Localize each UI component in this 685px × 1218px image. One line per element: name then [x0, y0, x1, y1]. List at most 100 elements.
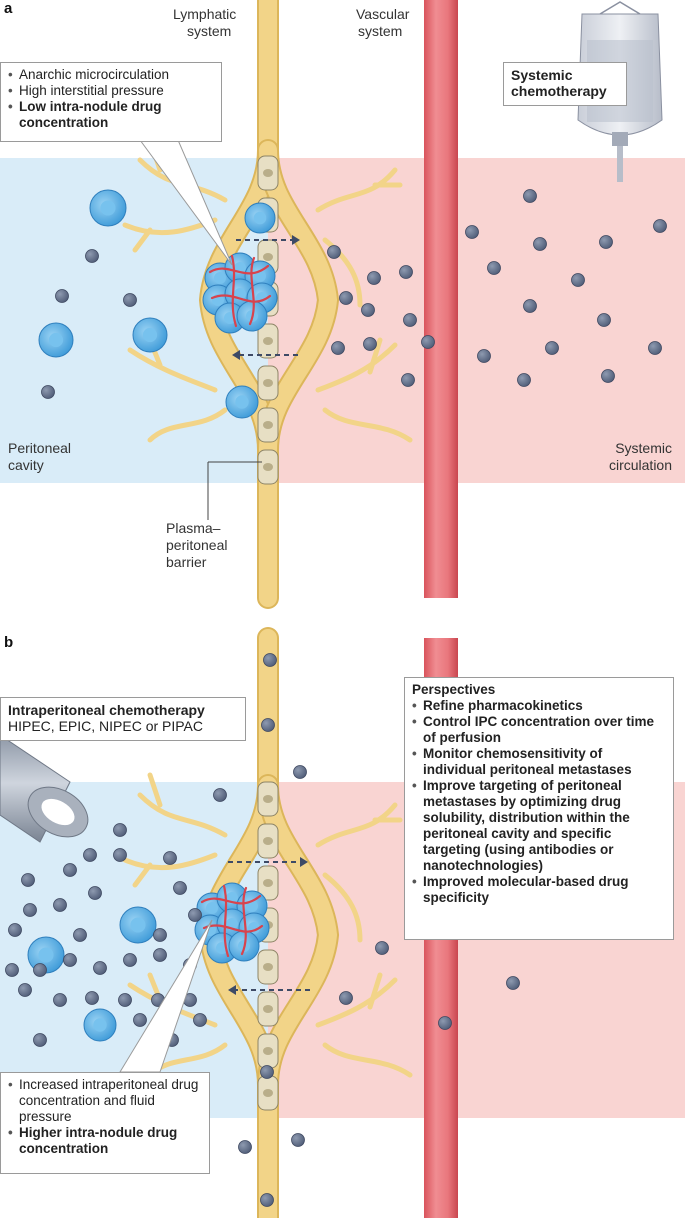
drug-molecule	[133, 1013, 147, 1027]
lymph-branch	[147, 772, 163, 808]
perspectives-item: Control IPC concentration over time of p…	[412, 714, 666, 746]
drug-molecule	[153, 928, 167, 942]
drug-molecule	[163, 851, 177, 865]
perspectives-item: Improved molecular-based drug specificit…	[412, 874, 666, 906]
drug-molecule	[653, 219, 667, 233]
drug-molecule	[113, 823, 127, 837]
drug-molecule	[123, 293, 137, 307]
drug-molecule	[73, 928, 87, 942]
drug-molecule	[118, 993, 132, 1007]
drug-molecule	[438, 1016, 452, 1030]
drug-molecule	[399, 265, 413, 279]
panel-letter-a: a	[4, 0, 13, 17]
drug-molecule	[361, 303, 375, 317]
drug-molecule	[601, 369, 615, 383]
nodule-microvessel	[248, 256, 256, 326]
mesothelial-nucleus	[263, 963, 273, 971]
lymph-branch	[315, 977, 398, 1028]
drug-molecule	[238, 1140, 252, 1154]
mesothelial-nucleus	[263, 253, 273, 261]
drug-molecule	[193, 1013, 207, 1027]
mesothelial-nucleus	[263, 337, 273, 345]
nodule-cell-nucleus	[214, 272, 226, 284]
drug-molecules	[5, 189, 667, 1207]
drug-molecule	[93, 961, 107, 975]
drug-molecule	[63, 863, 77, 877]
perspectives-title: Perspectives	[412, 682, 496, 697]
ipc-catheter-icon	[0, 734, 89, 843]
mesothelial-nucleus	[263, 1005, 273, 1013]
drug-molecule	[367, 271, 381, 285]
nodule-microvessel	[222, 884, 230, 958]
lymph-trunk	[259, 776, 338, 1094]
callout-b-item: Higher intra-nodule drug concentration	[8, 1125, 202, 1157]
perspectives-item: Refine pharmacokinetics	[412, 698, 666, 714]
drug-molecule	[401, 373, 415, 387]
cell-nucleus	[38, 947, 54, 963]
drug-molecule	[533, 237, 547, 251]
cell-nucleus	[253, 211, 267, 225]
drug-molecule	[33, 963, 47, 977]
mesothelial-nucleus	[263, 1047, 273, 1055]
drug-molecule	[421, 335, 435, 349]
lymph-branch	[137, 792, 228, 838]
drug-molecule	[571, 273, 585, 287]
cell-nucleus	[235, 395, 249, 409]
drug-molecule	[487, 261, 501, 275]
nodule-microvessel	[210, 294, 272, 303]
drug-molecule	[188, 908, 202, 922]
drug-molecule	[123, 953, 137, 967]
lymph-branch	[322, 1042, 413, 1078]
drug-molecule	[293, 765, 307, 779]
drug-molecule	[18, 983, 32, 997]
drug-molecule	[5, 963, 19, 977]
drug-molecule	[8, 923, 22, 937]
lymph-branch	[322, 872, 363, 943]
drug-molecule	[261, 718, 275, 732]
drug-molecule	[331, 341, 345, 355]
callout-b-item: Increased intraperitoneal drug concentra…	[8, 1077, 202, 1125]
mesothelial-nucleus	[263, 463, 273, 471]
drug-molecule	[33, 1033, 47, 1047]
drug-molecule	[523, 189, 537, 203]
drug-molecule	[21, 873, 35, 887]
perspectives-box: Perspectives Refine pharmacokineticsCont…	[404, 677, 674, 940]
drug-molecule	[597, 313, 611, 327]
lymph-branch	[132, 862, 153, 888]
drug-molecule	[375, 941, 389, 955]
flow-arrows	[228, 235, 310, 995]
drug-molecule	[153, 948, 167, 962]
lymph-branch	[315, 167, 398, 213]
blood-vessel-a	[424, 0, 458, 598]
drug-molecule	[403, 313, 417, 327]
nodule-microvessel	[240, 886, 248, 956]
lymph-branch	[147, 407, 228, 443]
drug-molecule	[363, 337, 377, 351]
lymph-branch	[322, 407, 413, 443]
perspectives-item: Monitor chemosensitivity of individual p…	[412, 746, 666, 778]
lymph-branch	[367, 972, 383, 1010]
drug-molecule	[260, 1065, 274, 1079]
drug-molecule	[339, 991, 353, 1005]
drug-molecule	[327, 245, 341, 259]
nodule-microvessel	[200, 894, 262, 905]
drug-molecule	[85, 991, 99, 1005]
lymph-trunk	[259, 141, 338, 459]
drug-molecule	[523, 299, 537, 313]
drug-molecule	[339, 291, 353, 305]
drug-molecule	[291, 1133, 305, 1147]
mesothelial-nucleus	[263, 1089, 273, 1097]
systemic-circulation-region	[268, 158, 685, 483]
callout-a-item: Anarchic microcirculation	[8, 67, 214, 83]
drug-molecule	[648, 341, 662, 355]
drug-molecule	[477, 349, 491, 363]
cell-nucleus	[142, 327, 158, 343]
ipc-subtitle: HIPEC, EPIC, NIPEC or PIPAC	[8, 718, 204, 734]
cell-nucleus	[130, 917, 146, 933]
